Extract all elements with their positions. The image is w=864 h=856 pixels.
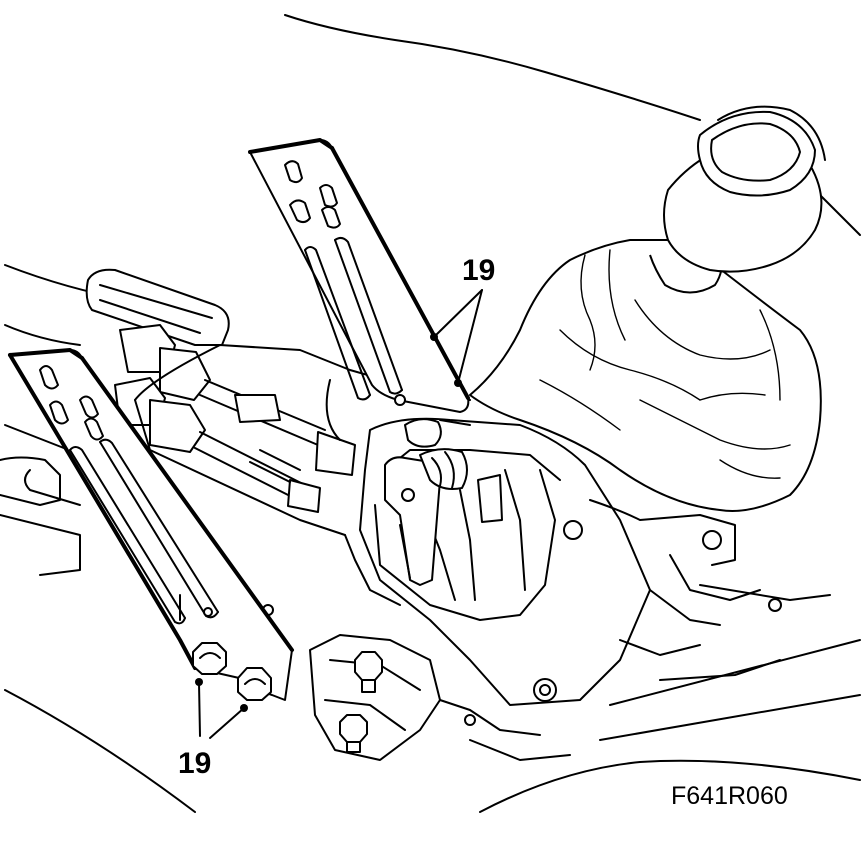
leader-dot [430, 333, 438, 341]
leader-dot [454, 379, 462, 387]
figure-code: F641R060 [671, 782, 788, 810]
gear-cables [114, 324, 356, 513]
gear-lever-boot [469, 239, 822, 512]
mounting-nut-left [192, 642, 227, 675]
left-console-box [0, 456, 81, 576]
mounting-nut-right [237, 667, 272, 701]
gear-knob [649, 105, 826, 294]
callout-top: 19 [430, 254, 495, 387]
leader-line [198, 682, 201, 737]
callout-label-bottom: 19 [178, 747, 211, 780]
leader-dot [195, 678, 203, 686]
front-bracket-plate [248, 138, 471, 448]
bracket-bolt-upper [354, 651, 383, 693]
mounting-bracket-right [533, 499, 831, 702]
leader-line [209, 707, 245, 739]
callout-bottom: 19 [178, 678, 248, 780]
leader-line [435, 289, 483, 336]
leader-dot [240, 704, 248, 712]
mounting-bracket-lower [262, 604, 571, 761]
console-outline [4, 14, 861, 813]
selector-lever [384, 448, 468, 586]
selector-cable-housing [85, 268, 230, 346]
bracket-bolt-lower [339, 714, 368, 753]
rear-bracket-plate [8, 348, 294, 701]
callout-label-top: 19 [462, 254, 495, 287]
leader-line [457, 289, 483, 384]
